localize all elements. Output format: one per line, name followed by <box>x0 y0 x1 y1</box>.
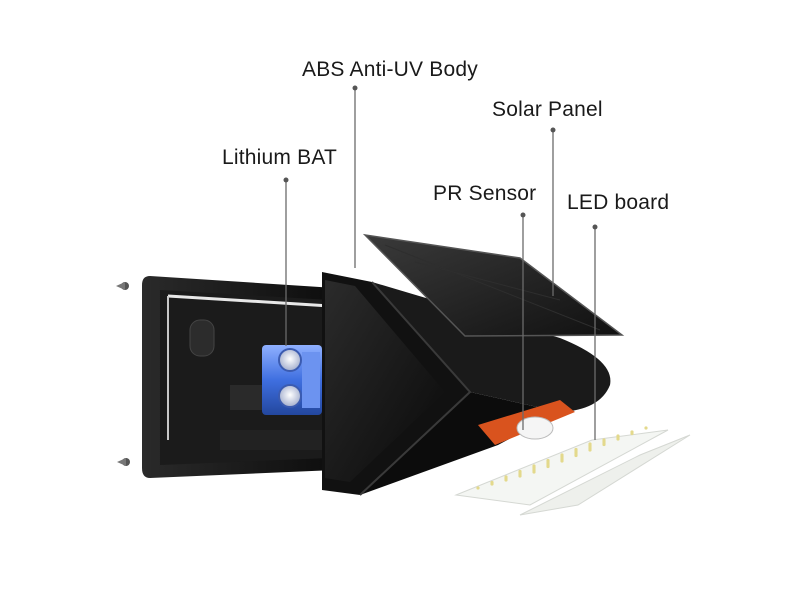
led-board <box>454 426 691 516</box>
led-dot <box>630 431 634 436</box>
led-dot <box>588 448 592 452</box>
back-housing <box>142 276 335 478</box>
led-dot <box>490 482 494 486</box>
led-dot <box>644 426 648 430</box>
leader-dot <box>550 127 556 133</box>
label-pr-sensor: PR Sensor <box>433 182 537 205</box>
label-lithium-bat: Lithium BAT <box>222 146 338 169</box>
led-dot <box>518 474 522 478</box>
lithium-battery <box>262 345 322 415</box>
led-dot <box>616 437 620 441</box>
led-dot <box>546 464 550 469</box>
solar-panel <box>362 233 625 337</box>
led-dot <box>574 453 578 458</box>
led-dot <box>560 459 564 463</box>
pr-sensor-board <box>478 400 575 445</box>
label-abs-body: ABS Anti-UV Body <box>302 58 478 81</box>
label-led-board: LED board <box>567 191 670 214</box>
leader-lines <box>283 85 598 440</box>
leader-dot <box>352 85 358 91</box>
leader-dot <box>520 212 526 218</box>
leader-dot <box>283 177 289 183</box>
led-dot <box>476 486 480 490</box>
screw-icon <box>117 458 130 466</box>
led-dot <box>602 442 606 447</box>
led-dot <box>504 478 508 482</box>
screw-icon <box>116 282 129 290</box>
led-dots <box>476 426 648 490</box>
led-dot <box>532 470 536 474</box>
label-solar-panel: Solar Panel <box>492 98 603 121</box>
leader-dot <box>592 224 598 230</box>
